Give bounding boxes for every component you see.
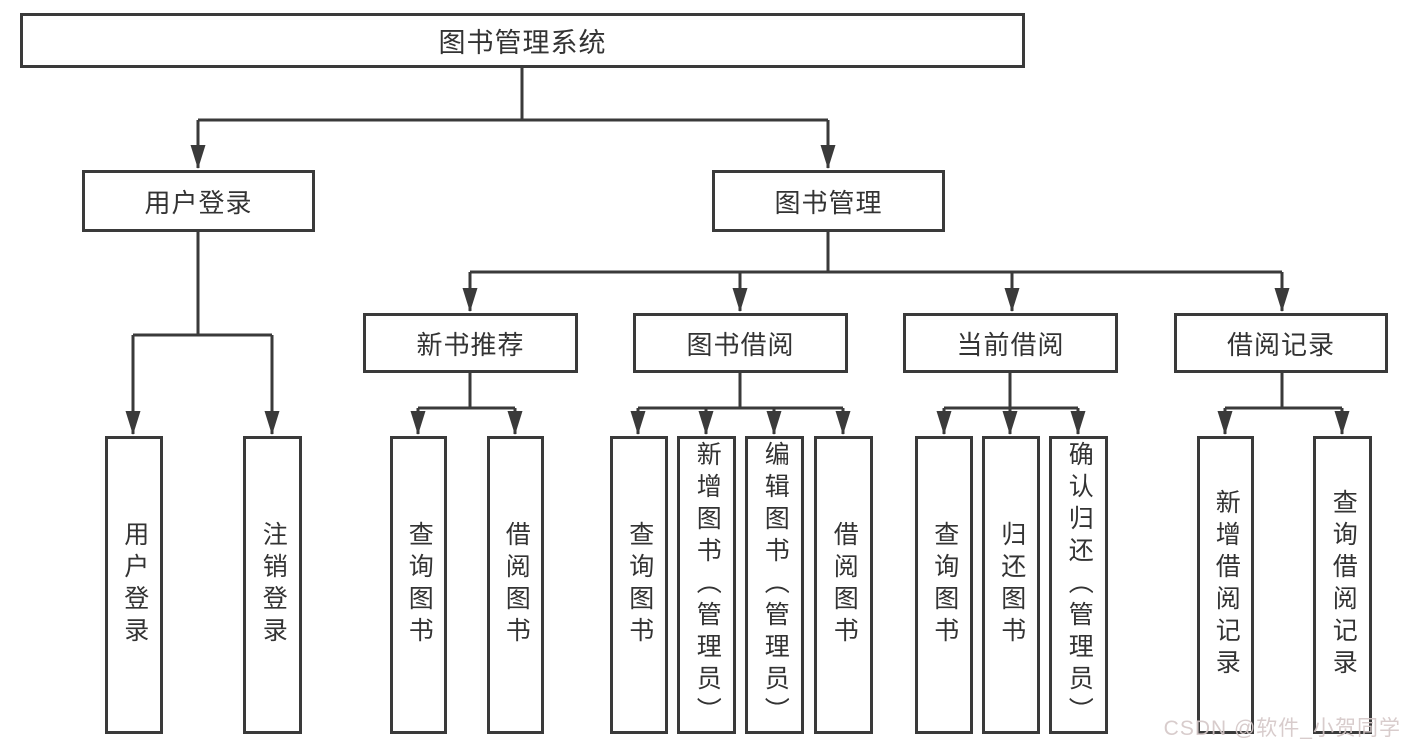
- leaf-current-confirm: 确认归还（管理员）: [1049, 436, 1108, 734]
- leaf-record-add-label: 新增借阅记录: [1212, 489, 1241, 681]
- node-root: 图书管理系统: [20, 13, 1025, 68]
- node-borrow-record: 借阅记录: [1174, 313, 1388, 373]
- leaf-current-query: 查询图书: [915, 436, 973, 734]
- leaf-bookborrow-borrow: 借阅图书: [814, 436, 873, 734]
- leaf-current-confirm-label: 确认归还（管理员）: [1065, 441, 1094, 729]
- leaf-newbook-query-label: 查询图书: [405, 521, 434, 649]
- leaf-record-add: 新增借阅记录: [1197, 436, 1254, 734]
- leaf-bookborrow-borrow-label: 借阅图书: [830, 521, 859, 649]
- node-current-borrow: 当前借阅: [903, 313, 1118, 373]
- node-book-borrow: 图书借阅: [633, 313, 848, 373]
- node-book-mgmt: 图书管理: [712, 170, 945, 232]
- node-new-book-rec-label: 新书推荐: [416, 329, 525, 360]
- node-root-label: 图书管理系统: [438, 28, 607, 58]
- node-book-borrow-label: 图书借阅: [686, 329, 795, 360]
- leaf-bookborrow-edit-label: 编辑图书（管理员）: [761, 441, 790, 729]
- node-borrow-record-label: 借阅记录: [1226, 329, 1335, 360]
- leaf-bookborrow-edit: 编辑图书（管理员）: [745, 436, 804, 734]
- leaf-logout: 注销登录: [243, 436, 302, 734]
- leaf-bookborrow-add-label: 新增图书（管理员）: [693, 441, 722, 729]
- leaf-record-query: 查询借阅记录: [1313, 436, 1372, 734]
- node-new-book-rec: 新书推荐: [363, 313, 578, 373]
- node-current-borrow-label: 当前借阅: [956, 329, 1065, 360]
- node-user-login: 用户登录: [82, 170, 315, 232]
- leaf-newbook-borrow: 借阅图书: [487, 436, 544, 734]
- leaf-newbook-borrow-label: 借阅图书: [502, 521, 531, 649]
- leaf-current-query-label: 查询图书: [930, 521, 959, 649]
- node-book-mgmt-label: 图书管理: [774, 187, 883, 218]
- leaf-newbook-query: 查询图书: [390, 436, 447, 734]
- leaf-bookborrow-add: 新增图书（管理员）: [677, 436, 736, 734]
- leaf-user-login: 用户登录: [105, 436, 163, 734]
- leaf-bookborrow-query-label: 查询图书: [625, 521, 654, 649]
- leaf-logout-label: 注销登录: [259, 521, 288, 649]
- leaf-bookborrow-query: 查询图书: [610, 436, 668, 734]
- leaf-current-return-label: 归还图书: [997, 521, 1026, 649]
- leaf-user-login-label: 用户登录: [120, 521, 149, 649]
- leaf-record-query-label: 查询借阅记录: [1329, 489, 1358, 681]
- node-user-login-label: 用户登录: [144, 187, 253, 218]
- leaf-current-return: 归还图书: [982, 436, 1040, 734]
